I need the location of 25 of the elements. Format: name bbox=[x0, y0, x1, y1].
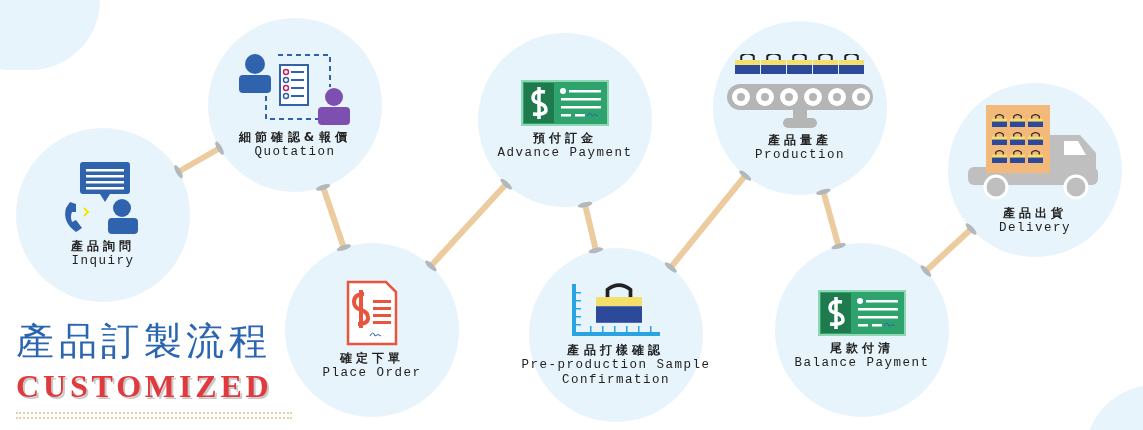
step-title: 產品打樣確認 bbox=[567, 342, 665, 358]
step-subtitle: Production bbox=[754, 147, 846, 163]
step-subtitle: Place Order bbox=[321, 365, 423, 381]
subtitle: CUSTOMIZED bbox=[16, 368, 273, 404]
step-title: 預付訂金 bbox=[532, 129, 598, 146]
title: 產品訂製流程 bbox=[16, 318, 272, 364]
step-title: 產品量產 bbox=[767, 131, 833, 148]
connector-rod bbox=[664, 170, 752, 273]
connector-rod bbox=[816, 188, 846, 250]
step-title: 細節確認&報價 bbox=[239, 128, 351, 145]
step-subtitle: Quotation bbox=[253, 144, 337, 160]
step-title: 產品詢問 bbox=[70, 237, 136, 254]
step-title: 確定下單 bbox=[339, 349, 405, 366]
connector-rod bbox=[316, 183, 351, 252]
step-subtitle: Inquiry bbox=[70, 253, 136, 269]
connector-rod bbox=[425, 178, 512, 272]
step-subtitle: Delivery bbox=[998, 220, 1072, 236]
connector-rod bbox=[577, 201, 604, 254]
step-subtitle: Balance Payment bbox=[793, 355, 931, 371]
step-title: 尾款付清 bbox=[829, 339, 895, 356]
step-title: 產品出貨 bbox=[1002, 204, 1068, 221]
connector-rod bbox=[920, 223, 977, 277]
connector-rod bbox=[174, 141, 224, 179]
step-subtitle: Pre-production Sample Confirmation bbox=[520, 358, 712, 388]
step-subtitle: Advance Payment bbox=[496, 145, 634, 161]
